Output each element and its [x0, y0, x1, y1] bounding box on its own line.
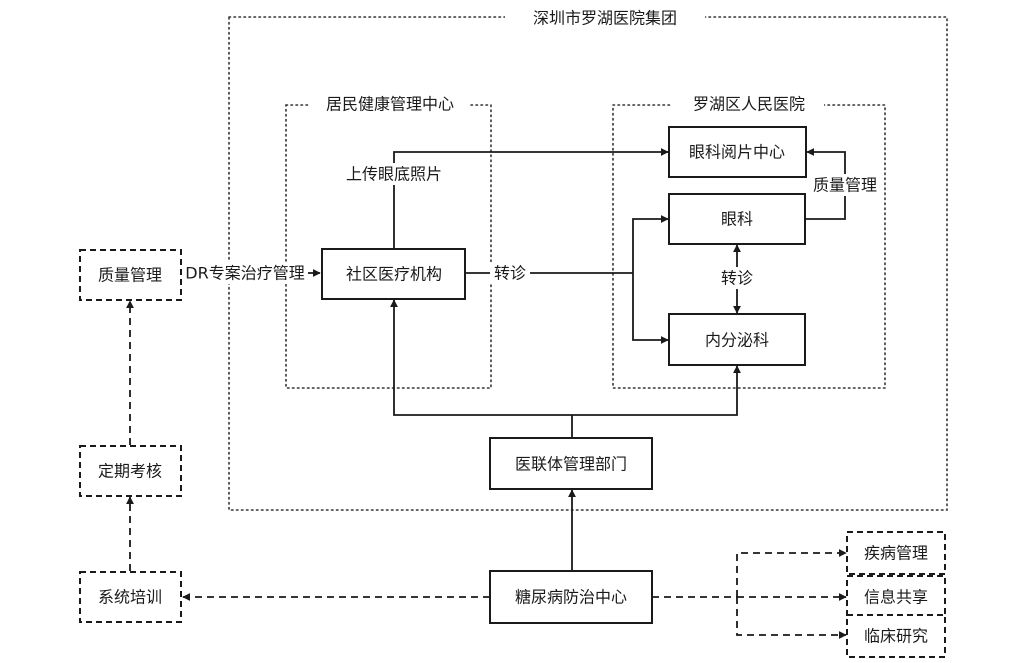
group-label-resident-health-center: 居民健康管理中心: [326, 95, 454, 114]
node-eye-reading-center: 眼科阅片中心: [668, 126, 807, 178]
svg-text:系统培训: 系统培训: [98, 588, 162, 607]
edge-diabetes-to-disease-mgmt: [736, 549, 847, 597]
node-clinical-research: 临床研究: [846, 614, 946, 658]
node-alliance-management-dept: 医联体管理部门: [489, 437, 653, 490]
edge-referral-to-ophthalmology: [632, 215, 669, 273]
svg-text:医联体管理部门: 医联体管理部门: [515, 455, 627, 474]
node-diabetes-center: 糖尿病防治中心: [489, 570, 653, 624]
svg-text:定期考核: 定期考核: [98, 462, 162, 481]
edge-label-quality-management-right: 质量管理: [813, 176, 877, 195]
svg-text:信息共享: 信息共享: [864, 588, 928, 607]
edge-diabetes-to-clinical-research: [736, 597, 847, 639]
group-label-luohu-hospital-group: 深圳市罗湖医院集团: [533, 9, 677, 28]
node-ophthalmology: 眼科: [668, 193, 806, 245]
edge-label-dr-plan-management: DR专案治疗管理: [185, 264, 304, 283]
edge-alliance-to-community: [390, 299, 572, 416]
svg-text:眼科: 眼科: [721, 210, 753, 229]
node-disease-management: 疾病管理: [846, 531, 946, 575]
group-frame-resident-health-center: [285, 104, 492, 389]
group-label-luohu-peoples-hospital: 罗湖区人民医院: [693, 95, 805, 114]
svg-text:社区医疗机构: 社区医疗机构: [346, 265, 442, 284]
edge-label-referral-community: 转诊: [494, 264, 526, 283]
svg-text:质量管理: 质量管理: [98, 266, 162, 285]
svg-text:糖尿病防治中心: 糖尿病防治中心: [515, 588, 627, 607]
svg-text:疾病管理: 疾病管理: [864, 544, 928, 563]
edge-community-to-eye-reading: [393, 148, 669, 249]
edge-label-upload-fundus-photos: 上传眼底照片: [346, 165, 442, 184]
node-endocrinology: 内分泌科: [668, 313, 806, 366]
node-information-sharing: 信息共享: [846, 575, 946, 619]
svg-text:临床研究: 临床研究: [864, 627, 928, 646]
edge-label-referral-internal: 转诊: [721, 269, 753, 288]
node-community-medical-institution: 社区医疗机构: [321, 248, 466, 300]
svg-text:眼科阅片中心: 眼科阅片中心: [689, 143, 785, 162]
node-quality-management-left: 质量管理: [79, 249, 182, 301]
svg-text:内分泌科: 内分泌科: [705, 331, 769, 350]
edge-referral-to-endocrinology: [632, 273, 669, 344]
node-periodic-assessment: 定期考核: [79, 445, 182, 497]
edge-alliance-to-endocrinology: [572, 365, 741, 416]
node-system-training: 系统培训: [79, 571, 182, 623]
